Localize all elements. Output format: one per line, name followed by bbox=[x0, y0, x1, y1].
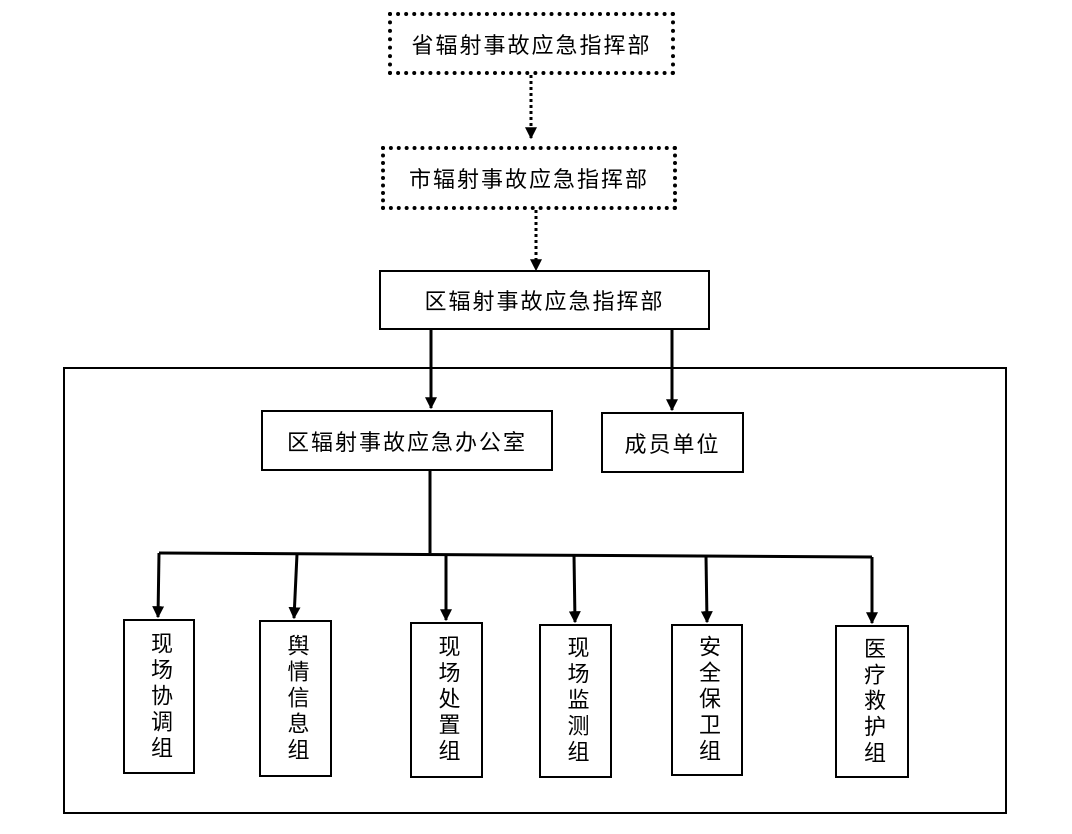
city-hq-label: 市辐射事故应急指挥部 bbox=[408, 168, 649, 193]
group-label: 现场监测组 bbox=[563, 636, 589, 766]
group-label: 安全保卫组 bbox=[695, 635, 720, 765]
group-box-5: 安全保卫组 bbox=[671, 624, 743, 776]
group-box-3: 现场处置组 bbox=[410, 622, 483, 778]
groups-bus-line bbox=[158, 551, 873, 559]
group-label: 舆情信息组 bbox=[283, 633, 309, 764]
group-label: 现场处置组 bbox=[434, 635, 460, 765]
province-hq-label: 省辐射事故应急指挥部 bbox=[411, 33, 652, 59]
group-box-6: 医疗救护组 bbox=[835, 625, 909, 778]
district-hq-box: 区辐射事故应急指挥部 bbox=[379, 270, 710, 330]
district-office-box: 区辐射事故应急办公室 bbox=[261, 410, 553, 471]
group-label: 现场协调组 bbox=[147, 631, 172, 762]
drop-arrow-4 bbox=[568, 554, 581, 624]
member-units-frame bbox=[63, 367, 1007, 814]
district-office-label: 区辐射事故应急办公室 bbox=[286, 430, 527, 456]
member-units-box: 成员单位 bbox=[601, 412, 744, 473]
group-box-4: 现场监测组 bbox=[539, 624, 612, 778]
drop-arrow-2 bbox=[288, 553, 301, 620]
drop-arrow-5 bbox=[700, 555, 713, 624]
group-box-2: 舆情信息组 bbox=[259, 620, 332, 777]
member-units-label: 成员单位 bbox=[624, 432, 721, 458]
province-hq-box: 省辐射事故应急指挥部 bbox=[388, 12, 675, 75]
district-hq-label: 区辐射事故应急指挥部 bbox=[424, 290, 665, 315]
group-box-1: 现场协调组 bbox=[123, 619, 195, 774]
drop-arrow-1 bbox=[152, 552, 165, 619]
group-label: 医疗救护组 bbox=[860, 636, 885, 767]
city-hq-box: 市辐射事故应急指挥部 bbox=[381, 146, 677, 210]
